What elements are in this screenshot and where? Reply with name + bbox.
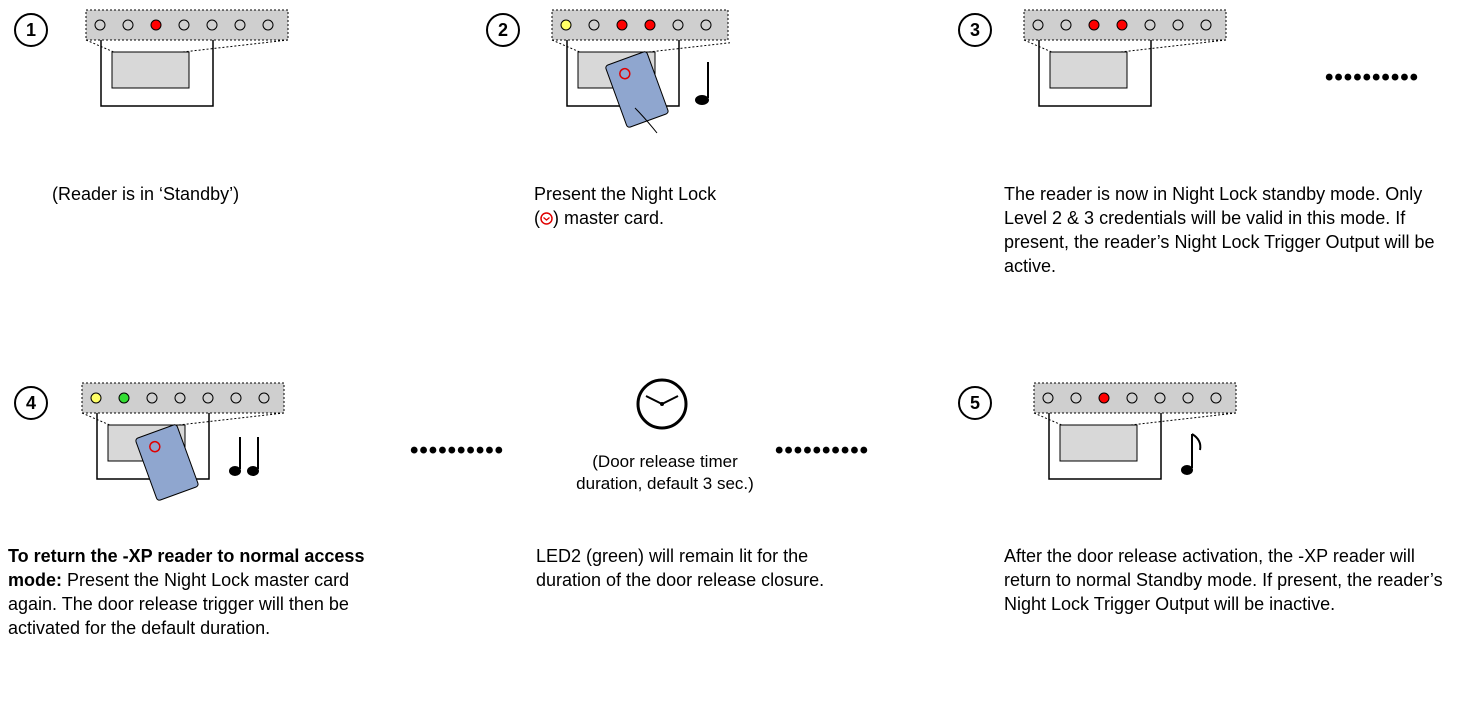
eighth-note-icon [1181,433,1202,475]
step-5-number: 5 [958,386,992,420]
step-3-caption: The reader is now in Night Lock standby … [1004,184,1435,276]
card-icon [605,51,669,128]
music-note-icon [695,62,709,105]
led-caption: LED2 (green) will remain lit for the dur… [536,546,825,590]
step-2-caption-line2: () master card. [534,208,665,228]
reader-illustration-5 [1033,382,1237,480]
dots-right-of-timer: •••••••••• [775,437,870,464]
step-3-number: 3 [958,13,992,47]
clock-icon [636,378,688,430]
night-lock-icon [540,212,553,225]
led-row [94,19,274,31]
timer-caption: (Door release timer duration, default 3 … [576,452,754,493]
step-2-number: 2 [486,13,520,47]
step-4-caption: To return the -XP reader to normal acces… [8,546,365,638]
dots-left-of-timer: •••••••••• [410,437,505,464]
double-music-note-icon [229,437,259,476]
reader-illustration-1 [85,9,289,107]
step-1-number: 1 [14,13,48,47]
reader-illustration-4 [81,382,285,501]
step-4-number: 4 [14,386,48,420]
step-2-caption-line1: Present the Night Lock [534,184,717,204]
step-5-caption: After the door release activation, the -… [1004,546,1443,614]
step-2-caption: Present the Night Lock () master card. [534,182,794,230]
dots-step-3: •••••••••• [1325,64,1420,91]
step-1-caption: (Reader is in ‘Standby’) [52,184,240,204]
reader-illustration-2 [551,9,730,134]
reader-illustration-3 [1023,9,1227,107]
